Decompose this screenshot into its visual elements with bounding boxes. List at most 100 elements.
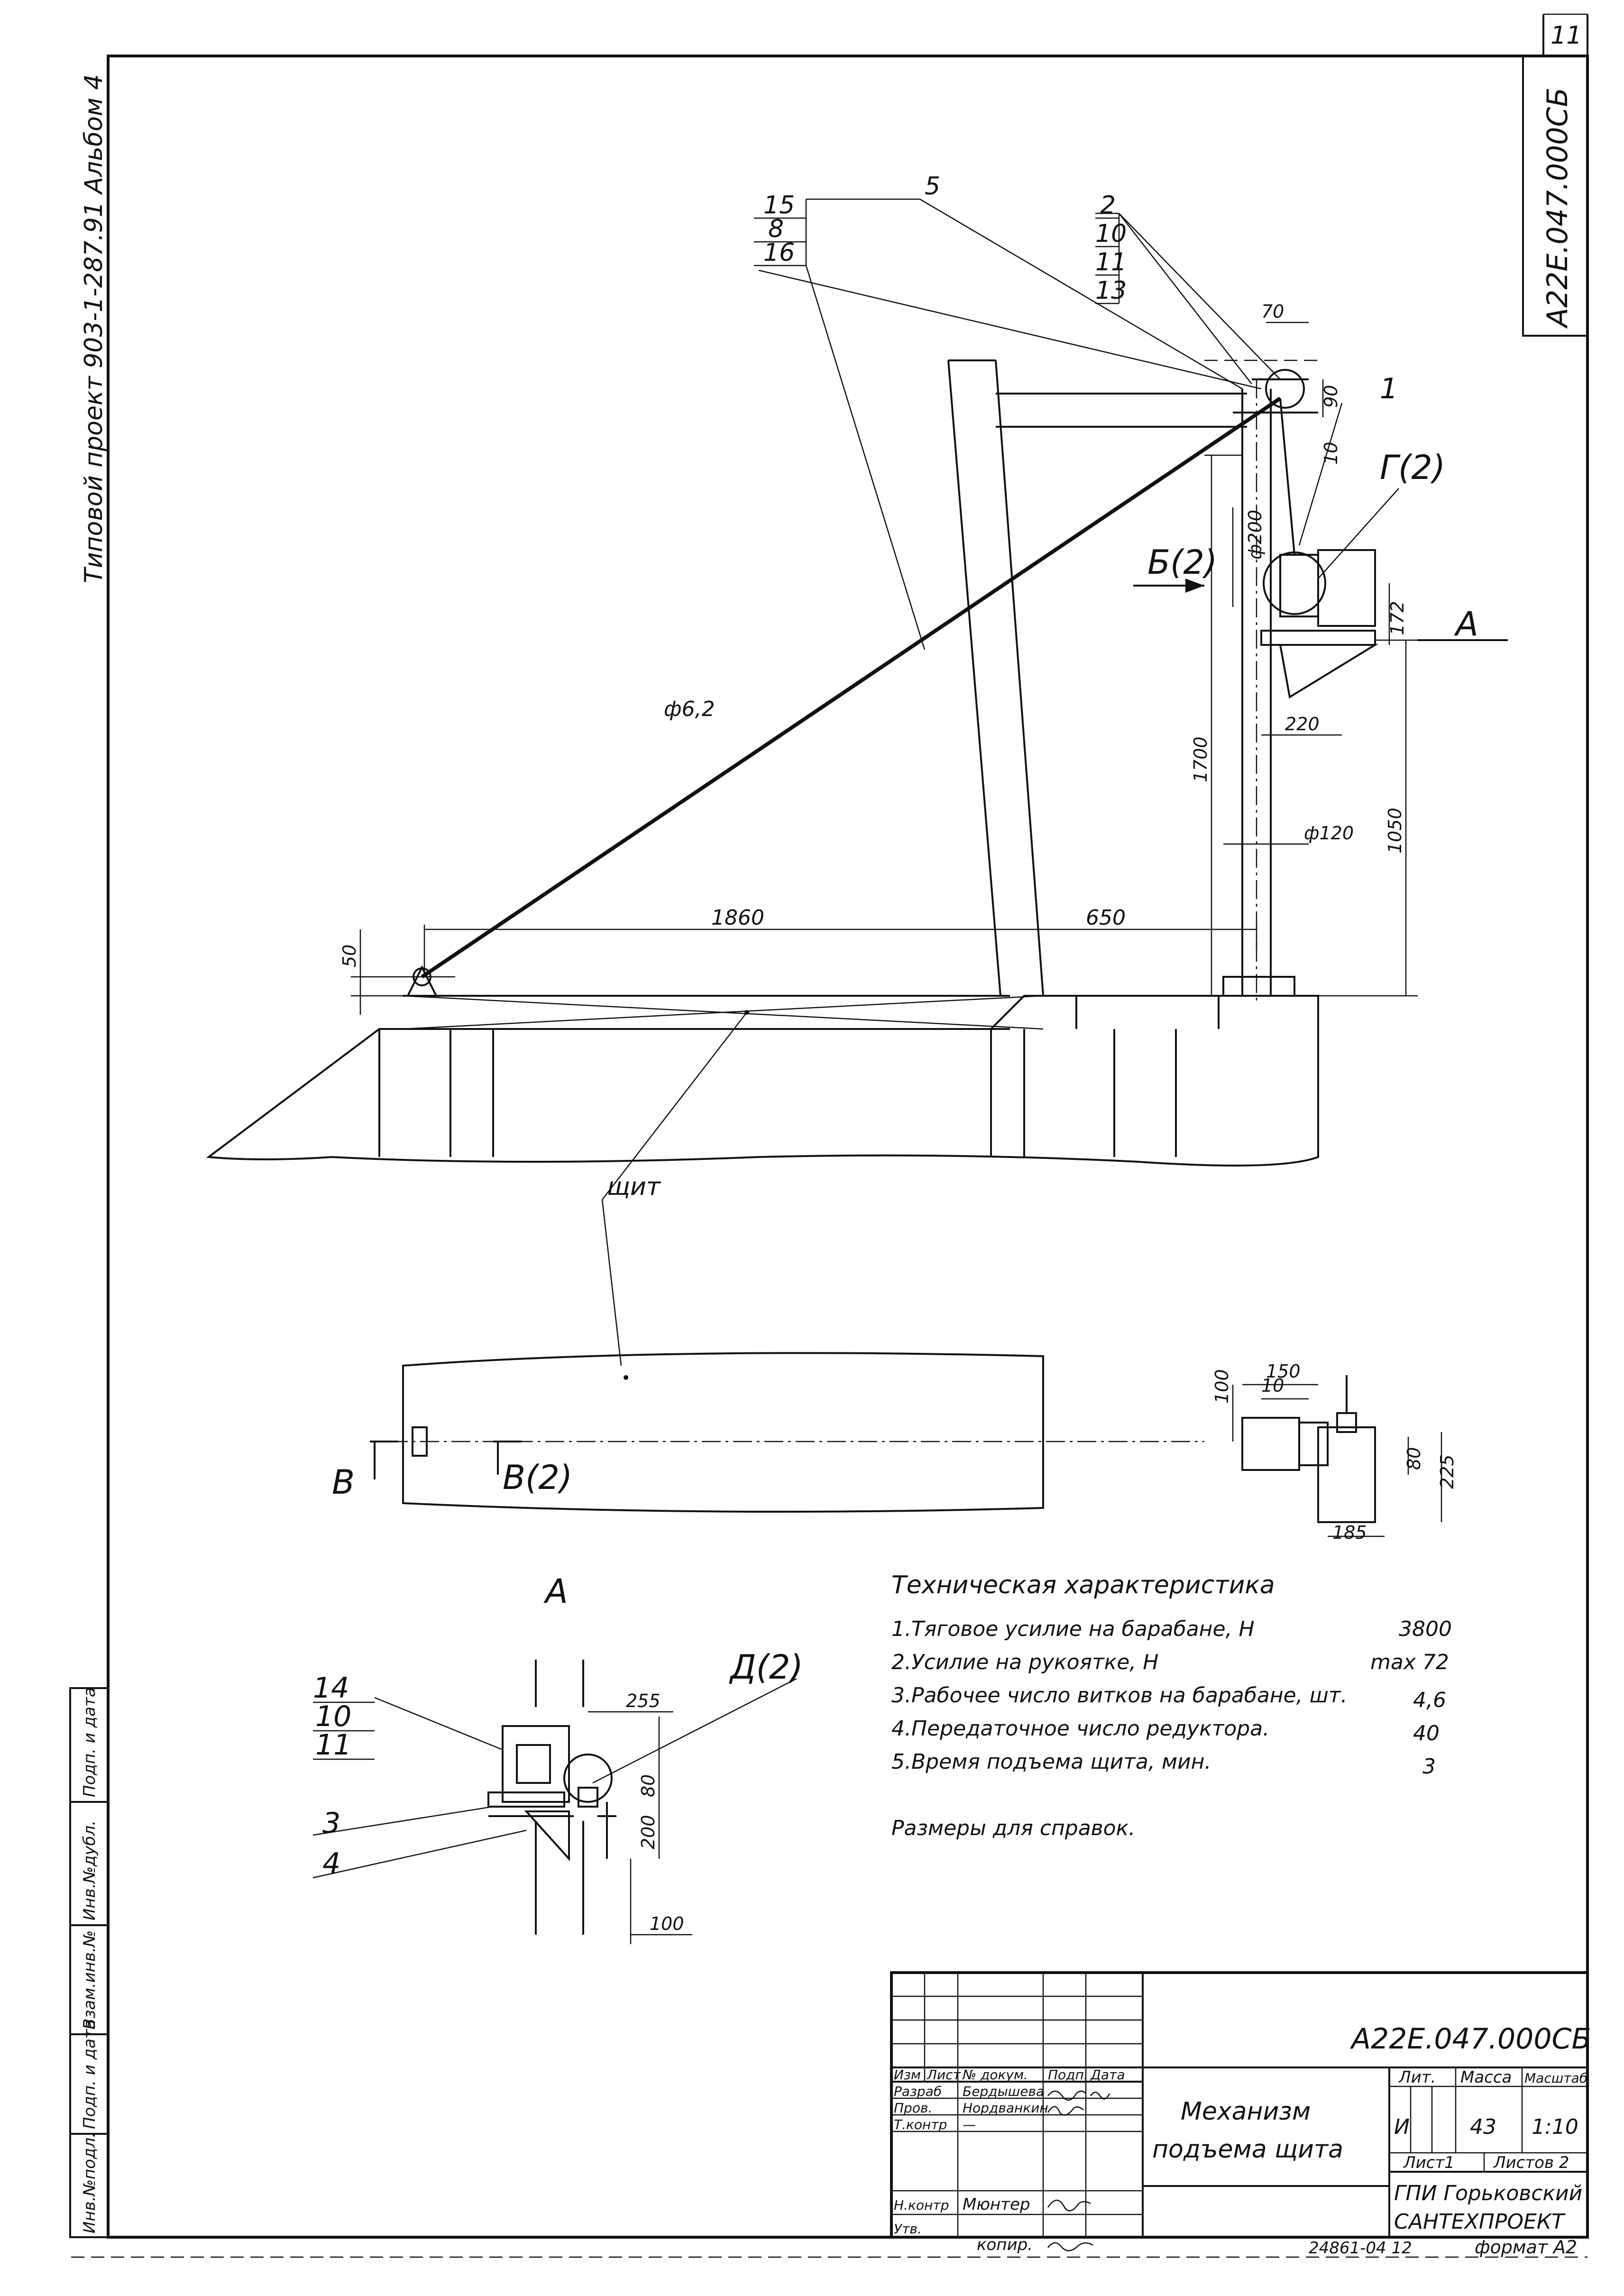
role-approve: Утв. — [894, 2221, 922, 2237]
title-block-code: А22Е.047.000СБ — [1349, 2022, 1591, 2056]
callout-3: 3 — [322, 1807, 340, 1840]
lit-value: И — [1394, 2115, 1410, 2139]
sheet-value: Лист1 — [1403, 2153, 1455, 2172]
role-tcontrol: Т.контр — [894, 2117, 947, 2132]
section-a-mark: А — [1454, 605, 1478, 643]
col-list: Лист — [927, 2067, 961, 2083]
callout-1: 1 — [1380, 372, 1398, 405]
view-a-detail — [487, 1660, 797, 1944]
strip-inv-orig: Инв.№подл. — [80, 2132, 99, 2233]
org-name-1: ГПИ Горьковский — [1394, 2181, 1582, 2205]
mass-value: 43 — [1470, 2115, 1496, 2139]
section-v-left: В — [332, 1463, 355, 1502]
spec-value-1: 3800 — [1399, 1617, 1452, 1641]
callout-box-right — [1095, 213, 1120, 304]
dim-172: 172 — [1387, 601, 1408, 635]
spec-value-2: max 72 — [1370, 1650, 1449, 1674]
rope-diameter: ф6,2 — [664, 697, 715, 721]
doc-code-vertical: А22Е.047.000СБ — [1541, 87, 1574, 329]
sheets-value: Листов 2 — [1493, 2153, 1569, 2172]
title-block — [890, 1971, 1589, 2239]
callout-box-left — [754, 199, 807, 266]
view-a-dim-255: 255 — [626, 1690, 661, 1711]
strip-dup-inv: Инв.№дубл. — [80, 1820, 99, 1920]
dim-1860: 1860 — [711, 906, 764, 930]
callout-10: 10 — [1095, 220, 1127, 248]
plan-dim-80: 80 — [1404, 1447, 1424, 1470]
lit-header: Лит. — [1398, 2068, 1436, 2087]
dim-70: 70 — [1261, 301, 1284, 322]
view-a-title: А — [543, 1572, 568, 1611]
footer-format: формат А2 — [1475, 2237, 1577, 2258]
side-stamp: Типовой проект 903-1-287.91 Альбом 4 — [80, 74, 108, 583]
name-tcontrol: — — [963, 2117, 976, 2132]
main-elevation — [206, 321, 1508, 1166]
callout-8: 8 — [768, 215, 784, 243]
scale-value: 1:10 — [1532, 2115, 1578, 2139]
org-name-2: САНТЕХПРОЕКТ — [1394, 2210, 1566, 2234]
callout-a-10: 10 — [315, 1700, 351, 1733]
section-v2: В(2) — [503, 1458, 572, 1497]
strip-sign-date: Подп. и дата — [80, 2019, 99, 2129]
specs-note: Размеры для справок. — [891, 1816, 1135, 1840]
spec-value-3: 4,6 — [1413, 1688, 1446, 1712]
spec-label-5: 5.Время подъема щита, мин. — [891, 1750, 1211, 1774]
col-izm: Изм — [894, 2067, 921, 2083]
spec-value-4: 40 — [1413, 1721, 1440, 1745]
sheet-frame — [71, 13, 1589, 2258]
dim-1700: 1700 — [1190, 736, 1211, 782]
spec-label-3: 3.Рабочее число витков на барабане, шт. — [891, 1683, 1348, 1708]
view-a-dim-80: 80 — [638, 1774, 659, 1797]
callout-a-11: 11 — [315, 1728, 351, 1762]
callout-14: 14 — [313, 1671, 349, 1705]
signatures — [1047, 2090, 1110, 2251]
col-doc: № докум. — [962, 2067, 1028, 2083]
dim-220: 220 — [1285, 714, 1320, 735]
spec-label-1: 1.Тяговое усилие на барабане, Н — [891, 1617, 1255, 1641]
spec-label-2: 2.Усилие на рукоятке, Н — [891, 1650, 1158, 1674]
callout-4: 4 — [322, 1847, 340, 1880]
dim-10: 10 — [1321, 442, 1341, 465]
callout-13: 13 — [1095, 276, 1127, 305]
name-ncontrol: Мюнтер — [963, 2195, 1030, 2214]
role-developer: Разраб — [894, 2084, 942, 2099]
dim-650: 650 — [1086, 906, 1126, 930]
sheet-number: 11 — [1551, 21, 1582, 50]
product-name-1: Механизм — [1181, 2097, 1311, 2126]
callout-5: 5 — [925, 172, 940, 201]
callout-15: 15 — [763, 191, 795, 220]
col-sign: Подп. — [1048, 2067, 1088, 2083]
callout-leaders — [601, 198, 1399, 1366]
strip-replace-inv: Взам.инв.№ — [80, 1930, 99, 2030]
callout-11: 11 — [1095, 248, 1127, 276]
strip-sign-date-2: Подп. и дата — [80, 1687, 99, 1797]
dim-50: 50 — [339, 945, 360, 967]
scale-header: Масштаб — [1524, 2070, 1587, 2086]
role-ncontrol: Н.контр — [894, 2197, 949, 2213]
view-a-dim-100: 100 — [650, 1913, 684, 1934]
plan-dim-100: 100 — [1211, 1369, 1232, 1404]
name-developer: Бердышева — [963, 2084, 1044, 2099]
callout-d2: Д(2) — [729, 1648, 803, 1687]
plan-view — [370, 1352, 1442, 1537]
callout-16: 16 — [763, 239, 795, 267]
col-date: Дата — [1090, 2067, 1125, 2083]
plan-dim-225: 225 — [1437, 1454, 1458, 1489]
dim-1050: 1050 — [1385, 808, 1405, 854]
footer-inv: 24861-04 12 — [1309, 2239, 1412, 2258]
shield-label: щит — [607, 1173, 661, 1201]
spec-label-4: 4.Передаточное число редуктора. — [891, 1717, 1269, 1741]
plan-dim-150: 150 — [1266, 1361, 1301, 1382]
left-stamp-strip — [69, 1687, 109, 2238]
plan-dim-10: 10 — [1261, 1375, 1284, 1396]
callout-b2: Б(2) — [1147, 543, 1217, 582]
mass-header: Масса — [1460, 2068, 1512, 2087]
callout-2: 2 — [1100, 191, 1116, 220]
callout-box-view-a — [312, 1697, 527, 1879]
view-a-dim-200: 200 — [638, 1815, 659, 1849]
dim-120: ф120 — [1304, 823, 1354, 844]
footer-copy: копир. — [977, 2235, 1033, 2254]
role-checker: Пров. — [894, 2100, 932, 2116]
spec-value-5: 3 — [1422, 1754, 1436, 1779]
